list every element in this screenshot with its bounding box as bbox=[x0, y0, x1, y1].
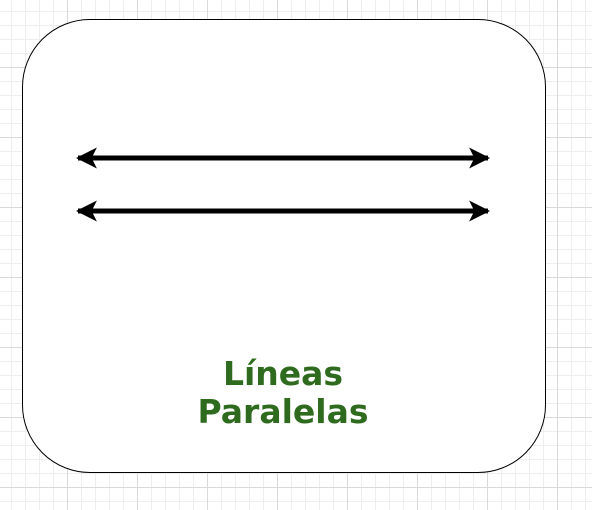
diagram-title: Líneas Paralelas bbox=[160, 355, 406, 431]
title-line-1: Líneas bbox=[222, 354, 344, 393]
title-line-2: Paralelas bbox=[197, 392, 369, 431]
diagram-card bbox=[22, 19, 546, 473]
